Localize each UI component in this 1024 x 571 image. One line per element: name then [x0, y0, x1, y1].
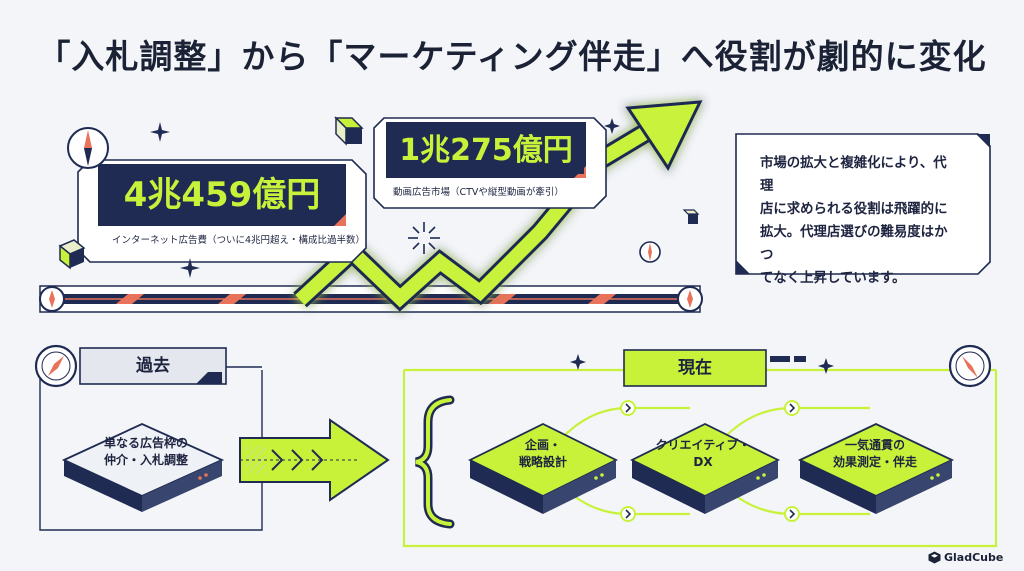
past-label: 過去	[136, 356, 170, 376]
sparkle-icon	[604, 118, 620, 134]
compass-icon	[67, 127, 109, 169]
arrow-right-icon	[784, 400, 800, 416]
present-block-3	[797, 423, 955, 514]
present-block-3-text: 一気通貫の 効果測定・伴走	[805, 437, 945, 471]
sparkle-icon	[408, 222, 440, 254]
present-block-line: クリエイティブ・	[655, 438, 751, 452]
market-note: 市場の拡大と複雑化により、代理 店に求められる役割は飛躍的に 拡大。代理店選びの…	[760, 152, 960, 290]
note-line: 市場の拡大と複雑化により、代理	[760, 156, 947, 194]
arrow-right-icon	[620, 506, 636, 522]
stat-video-caption: 動画広告市場（CTVや縦型動画が牽引）	[393, 187, 564, 198]
past-block-line: 単なる広告枠の	[103, 436, 188, 450]
compass-icon	[34, 344, 78, 388]
present-block-2	[629, 422, 781, 514]
sparkle-icon	[150, 122, 170, 142]
present-block-line: 一気通貫の	[844, 438, 905, 452]
brand-name: GladCube	[944, 551, 1004, 564]
timeline-bar	[39, 285, 701, 313]
note-line: 店に求められる役割は飛躍的に	[760, 202, 948, 217]
sparkle-icon	[570, 354, 586, 370]
present-block-2-text: クリエイティブ・ DX	[638, 437, 768, 471]
note-line: 拡大。代理店選びの難易度はかつ	[760, 225, 948, 263]
sparkle-icon	[180, 258, 200, 278]
brace-icon	[414, 395, 455, 529]
arrow-right-icon	[620, 400, 636, 416]
present-block-1	[467, 422, 619, 514]
past-label-box	[79, 347, 227, 385]
compass-icon	[639, 241, 661, 263]
cube-icon	[682, 209, 700, 224]
cube-icon	[58, 239, 86, 270]
arrow-right-icon	[784, 506, 800, 522]
present-block-line: 戦略設計	[518, 455, 567, 469]
present-label-box	[623, 349, 806, 387]
page-title: 「入札調整」から「マーケティング伴走」へ役割が劇的に変化	[37, 37, 987, 76]
present-block-1-text: 企画・ 戦略設計	[478, 437, 608, 471]
sparkle-icon	[818, 358, 834, 374]
note-card	[735, 133, 991, 275]
stat-internet-value: 4兆459億円	[106, 170, 338, 220]
present-block-line: DX	[693, 455, 713, 469]
compass-icon	[948, 344, 992, 388]
past-block-text: 単なる広告枠の 仲介・入札調整	[72, 435, 220, 469]
arrow-right-icon	[239, 418, 390, 502]
present-block-line: 効果測定・伴走	[832, 455, 917, 469]
present-block-line: 企画・	[524, 438, 561, 452]
present-label: 現在	[678, 358, 712, 378]
stat-video-value: 1兆275億円	[388, 128, 584, 174]
past-block-line: 仲介・入札調整	[103, 453, 188, 467]
compass-icon	[677, 286, 703, 312]
compass-icon	[39, 286, 65, 312]
past-block	[61, 423, 225, 512]
cube-icon	[334, 116, 364, 146]
note-line: てなく上昇しています。	[760, 271, 906, 286]
brand-logo-icon	[928, 551, 941, 564]
stat-internet-caption: インターネット広告費（ついに4兆円超え・構成比過半数）	[112, 235, 366, 246]
